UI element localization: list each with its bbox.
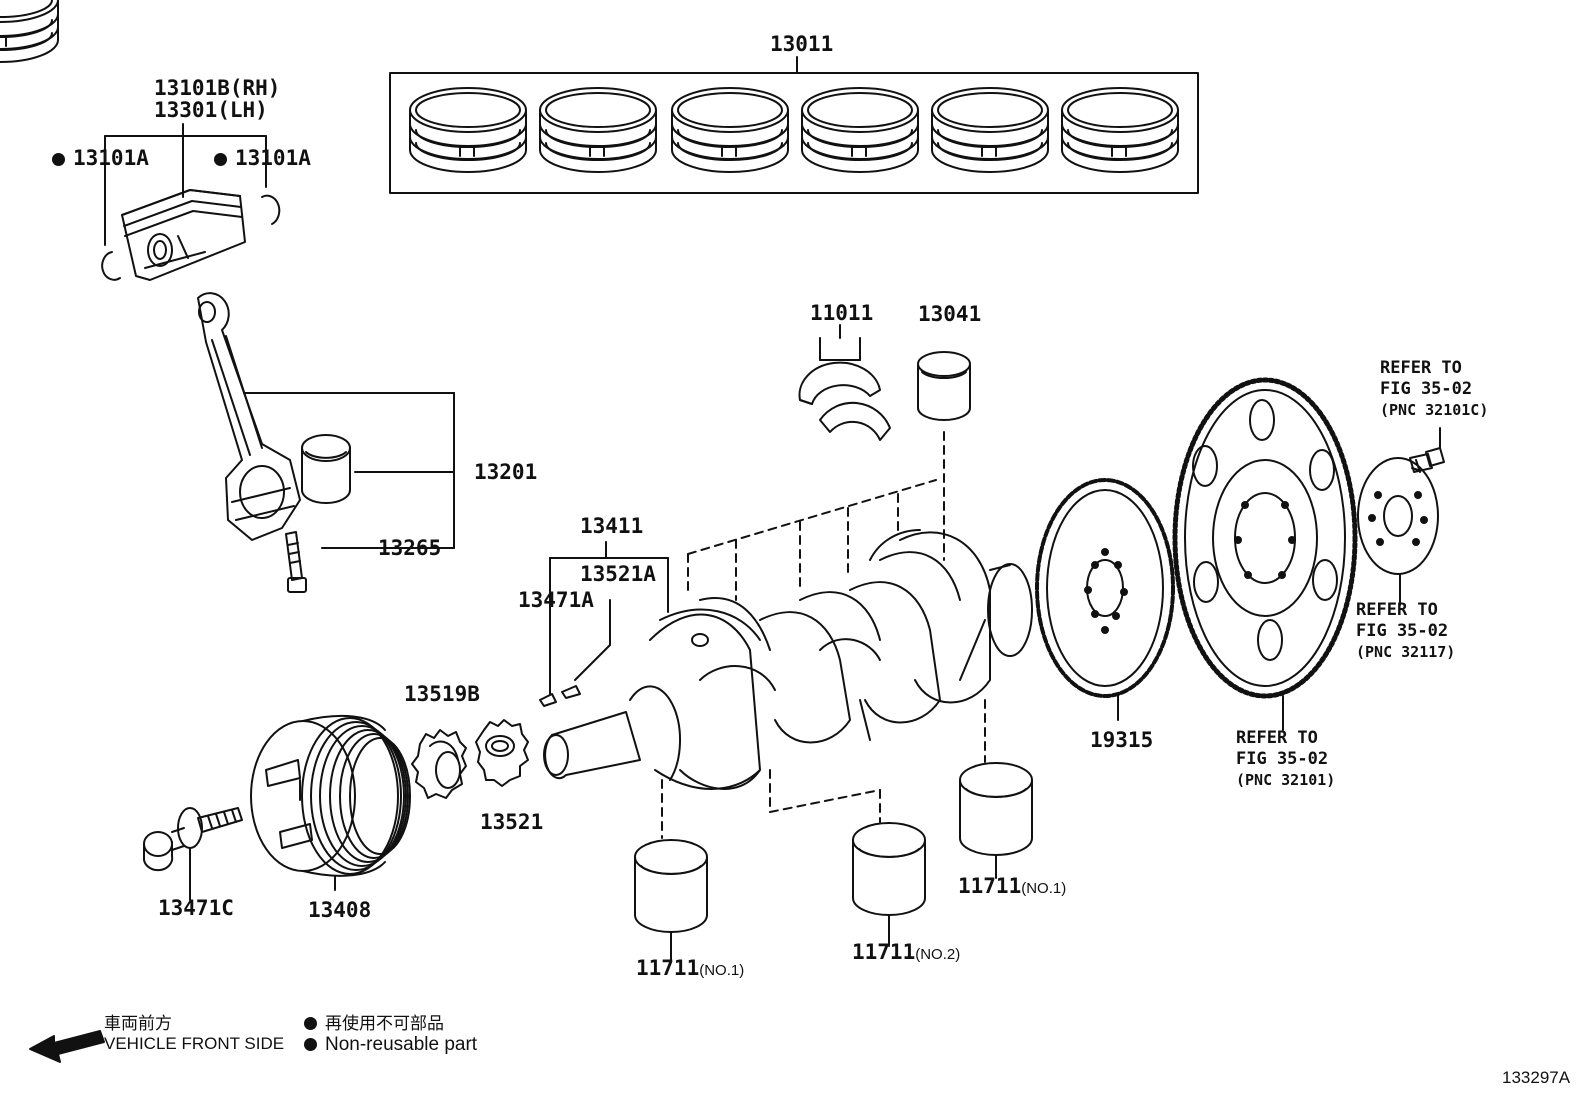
label-13201: 13201 xyxy=(474,460,538,484)
non-reusable-dot-icon xyxy=(214,153,227,166)
label-13265: 13265 xyxy=(378,536,442,560)
main-bearing-lower-1 xyxy=(634,839,708,963)
label-13301: 13301(LH) xyxy=(154,98,268,122)
piston xyxy=(101,123,281,281)
refer-note-32101c: REFER TO FIG 35-02 (PNC 32101C) xyxy=(1380,358,1489,419)
timing-gear-13519b xyxy=(411,729,467,799)
label-13011: 13011 xyxy=(770,32,834,56)
non-reusable-dot-icon xyxy=(52,153,65,166)
label-13521a: 13521A xyxy=(580,562,656,586)
assembly-leaders xyxy=(661,431,986,839)
main-bearing-lower-3 xyxy=(959,762,1033,879)
thrust-washers xyxy=(798,324,891,441)
label-11011: 11011 xyxy=(810,301,874,325)
con-rod-bolt xyxy=(285,531,307,593)
legend-non-reusable: 再使用不可部品 Non-reusable part xyxy=(304,1014,477,1057)
label-13471a: 13471A xyxy=(518,588,594,612)
con-rod-bearing xyxy=(301,434,351,504)
label-13519b: 13519B xyxy=(404,682,480,706)
non-reusable-dot-icon xyxy=(304,1017,317,1030)
main-bearing-lower-2 xyxy=(852,822,926,947)
keys-and-gears-bracket xyxy=(539,541,669,707)
connecting-rod xyxy=(197,292,455,549)
crankshaft xyxy=(543,529,1033,790)
flywheel-bolt xyxy=(1409,427,1445,473)
diagram-code: 133297A xyxy=(1502,1068,1571,1087)
ring-gear-flywheel xyxy=(1172,377,1358,731)
label-13408: 13408 xyxy=(308,898,372,922)
label-13411: 13411 xyxy=(580,514,644,538)
spacer-plate xyxy=(1357,457,1439,606)
label-11711-no1-b: 11711(NO.1) xyxy=(958,874,1067,898)
label-19315: 19315 xyxy=(1090,728,1154,752)
label-13101a-left: 13101A xyxy=(52,148,149,169)
label-13521: 13521 xyxy=(480,810,544,834)
label-13101a-right: 13101A xyxy=(214,148,311,169)
label-13101b: 13101B(RH) xyxy=(154,76,281,100)
non-reusable-dot-icon xyxy=(304,1038,317,1052)
crankshaft-pulley xyxy=(250,714,411,891)
refer-note-32101: REFER TO FIG 35-02 (PNC 32101) xyxy=(1236,728,1336,789)
timing-gear-13521 xyxy=(475,719,529,787)
drive-plate xyxy=(1035,478,1175,721)
label-11711-no2: 11711(NO.2) xyxy=(852,940,961,964)
label-13471c: 13471C xyxy=(158,896,234,920)
label-11711-no1-a: 11711(NO.1) xyxy=(636,956,745,980)
legend-front-side: 車両前方 VEHICLE FRONT SIDE xyxy=(104,1014,285,1054)
label-13041: 13041 xyxy=(918,302,982,326)
main-bearing-upper xyxy=(917,351,971,421)
piston-ring-set xyxy=(0,0,1199,194)
refer-note-32117: REFER TO FIG 35-02 (PNC 32117) xyxy=(1356,600,1456,661)
pulley-bolt xyxy=(143,807,243,901)
front-arrow-icon xyxy=(29,1030,105,1063)
